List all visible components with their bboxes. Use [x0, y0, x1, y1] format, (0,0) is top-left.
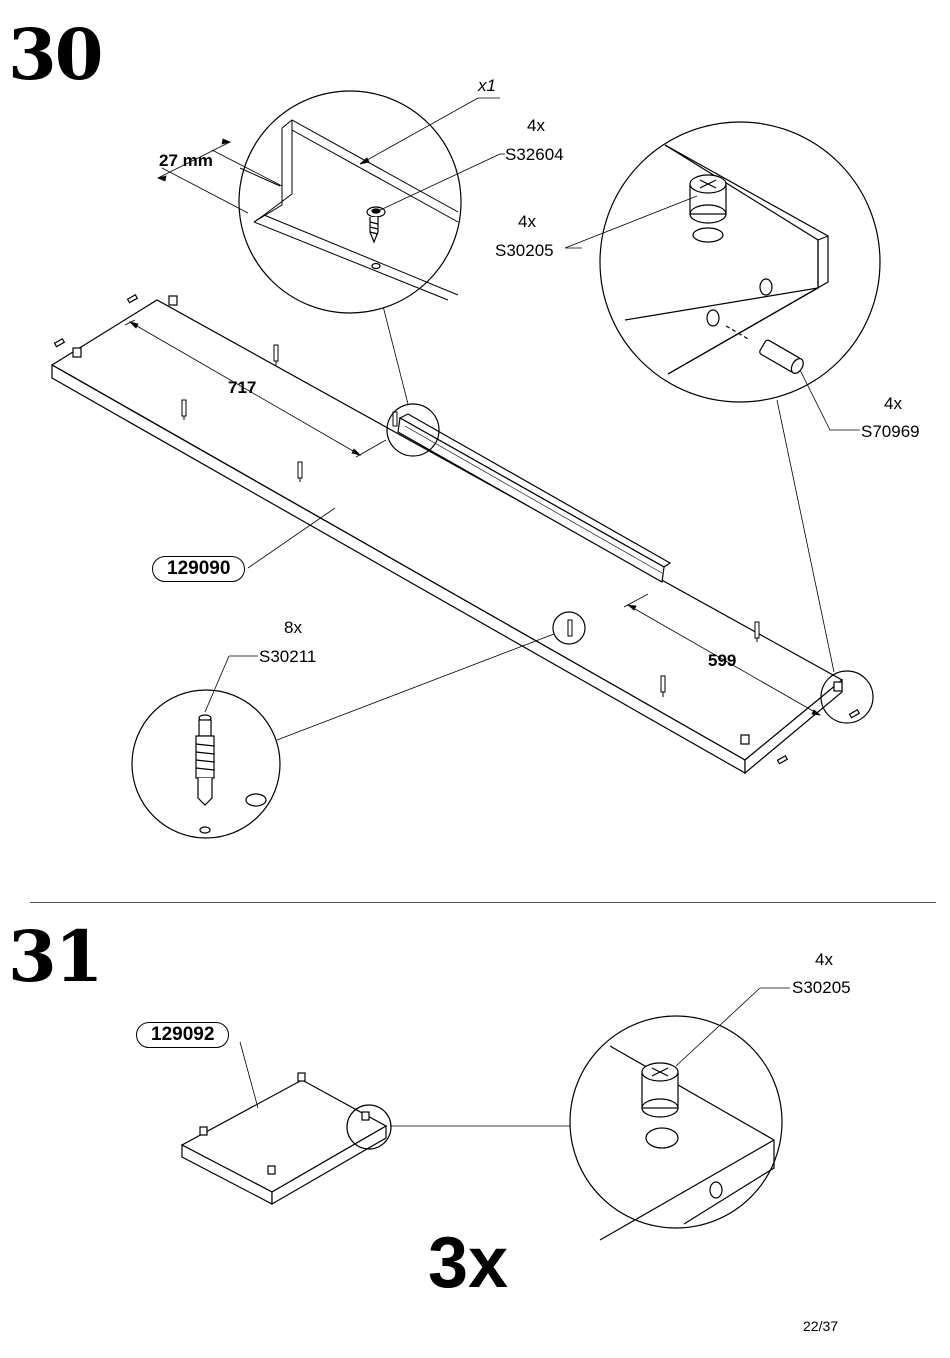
dowel-qty: 4x — [884, 394, 902, 413]
callout-cam-dowel — [564, 121, 881, 431]
page-number: 22/37 — [803, 1318, 839, 1334]
zoom-marker-rail — [386, 403, 440, 457]
zoom-marker-cam — [820, 670, 874, 724]
dimension-717: 717 — [228, 378, 257, 397]
step-divider — [30, 902, 936, 903]
board-bolts — [181, 344, 760, 697]
long-board-129090 — [50, 299, 844, 775]
bolt-code: S30211 — [259, 647, 317, 666]
dowel-code: S70969 — [861, 422, 920, 441]
screw-code: S32604 — [505, 145, 564, 164]
step-number-31: 31 — [8, 915, 103, 998]
callout-rail-screw — [238, 90, 501, 314]
dimension-27mm-lines — [156, 138, 283, 214]
dimension-599-lines — [623, 593, 822, 716]
cam-code-step31: S30205 — [792, 978, 851, 997]
rail-multiplier: x1 — [478, 76, 496, 95]
callout-bolt — [131, 655, 281, 839]
board-cams — [72, 295, 843, 745]
part-number-129092: 129092 — [136, 1022, 230, 1048]
part-number-129090: 129090 — [152, 556, 246, 582]
dimension-27mm: 27 mm — [159, 151, 213, 170]
small-board-129092 — [180, 1041, 572, 1206]
callout-cam-step31 — [569, 987, 790, 1241]
zoom-marker-bolt — [552, 611, 586, 645]
cam-qty: 4x — [518, 212, 536, 231]
rail-strip — [397, 413, 672, 583]
bolt-qty: 8x — [284, 618, 302, 637]
repeat-multiplier: 3x — [428, 1223, 509, 1303]
callout-leaders — [247, 305, 835, 741]
board-dowels — [53, 293, 861, 765]
step-number-30: 30 — [8, 13, 103, 96]
dimension-599: 599 — [708, 651, 737, 670]
cam-qty-step31: 4x — [815, 950, 833, 969]
screw-qty: 4x — [527, 116, 545, 135]
x1-leader — [359, 97, 500, 165]
dimension-717-lines — [124, 319, 387, 458]
cam-code: S30205 — [495, 241, 554, 260]
